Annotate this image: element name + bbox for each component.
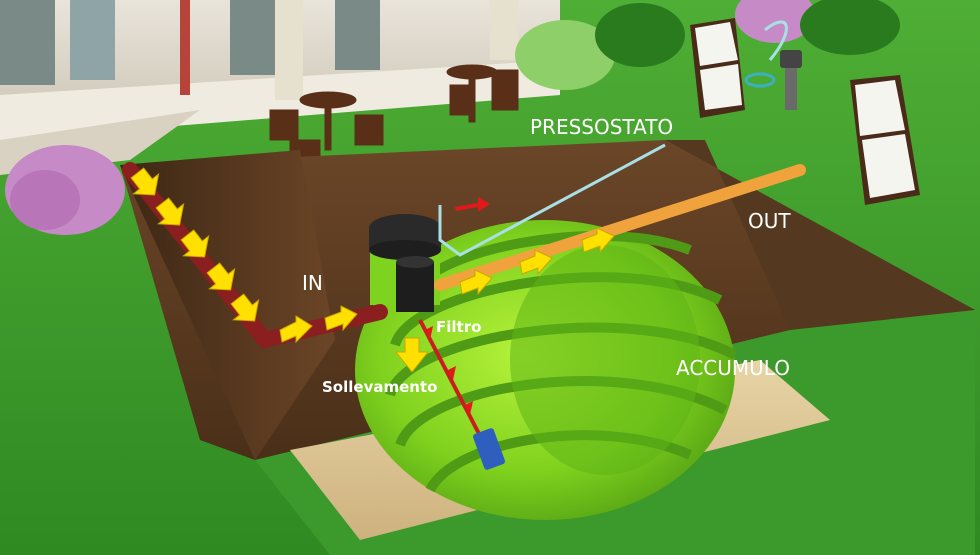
- sun-loungers: [690, 18, 920, 205]
- label-accumulo: ACCUMULO: [676, 356, 790, 380]
- label-in: IN: [302, 271, 323, 295]
- pressure-flow-arrows: [425, 197, 490, 415]
- outlet-flow-arrows: [459, 227, 615, 296]
- storage-tank: [355, 214, 738, 520]
- label-out: OUT: [748, 209, 791, 233]
- pressure-switch-line: [438, 143, 666, 257]
- inlet-flow-arrows: [130, 167, 358, 344]
- label-pressostato: PRESSOSTATO: [530, 115, 673, 139]
- label-filtro: Filtro: [436, 318, 481, 336]
- lift-flow-arrow: [394, 337, 430, 373]
- submersible-pump: [418, 319, 505, 470]
- outlet-pipe: [434, 164, 806, 291]
- label-sollevamento: Sollevamento: [322, 378, 437, 396]
- garden-tap: [744, 20, 802, 110]
- bushes: [5, 0, 900, 235]
- house-facade: [0, 0, 560, 175]
